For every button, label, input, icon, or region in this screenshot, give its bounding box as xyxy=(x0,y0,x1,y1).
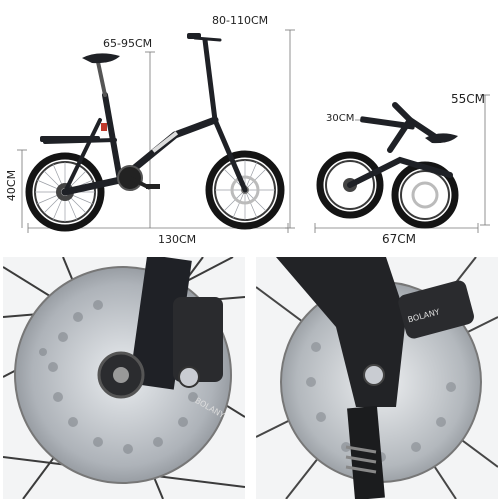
rear-brake-caliper xyxy=(398,280,474,339)
wheel-height-label: 40CM xyxy=(5,169,19,202)
frame-decal xyxy=(151,131,179,153)
folded-length-label: 67CM xyxy=(382,232,417,246)
rear-hub-bolt xyxy=(363,364,385,386)
folded-saddle xyxy=(425,133,458,144)
folded-rack xyxy=(360,116,415,130)
handlebar-height-label: 80-110CM xyxy=(212,14,269,27)
dimension-lines xyxy=(17,29,295,233)
length-label: 130CM xyxy=(158,233,197,246)
front-disc-brake-photo: BOLANY xyxy=(3,257,245,499)
seatpost-clamp xyxy=(101,123,107,131)
folded-frame xyxy=(347,102,453,188)
folded-height-label: 55CM xyxy=(451,92,486,106)
bike-frame xyxy=(43,36,248,196)
unfolded-bike-illustration xyxy=(17,29,295,233)
kickstand-spring xyxy=(345,445,377,474)
saddle xyxy=(82,53,120,64)
brake-adjuster xyxy=(178,366,200,388)
rear-rack xyxy=(40,136,100,142)
brake-caliper xyxy=(173,297,223,382)
folded-width-label: 30CM xyxy=(326,113,355,124)
seat-height-label: 65-95CM xyxy=(103,37,153,50)
rotor-holes xyxy=(39,300,198,454)
kickstand xyxy=(347,405,385,499)
rear-disc-brake-photo: BOLANY xyxy=(256,257,498,499)
crankset xyxy=(117,165,160,191)
handlebar-grip xyxy=(187,33,201,39)
folded-bike-illustration xyxy=(314,94,490,233)
